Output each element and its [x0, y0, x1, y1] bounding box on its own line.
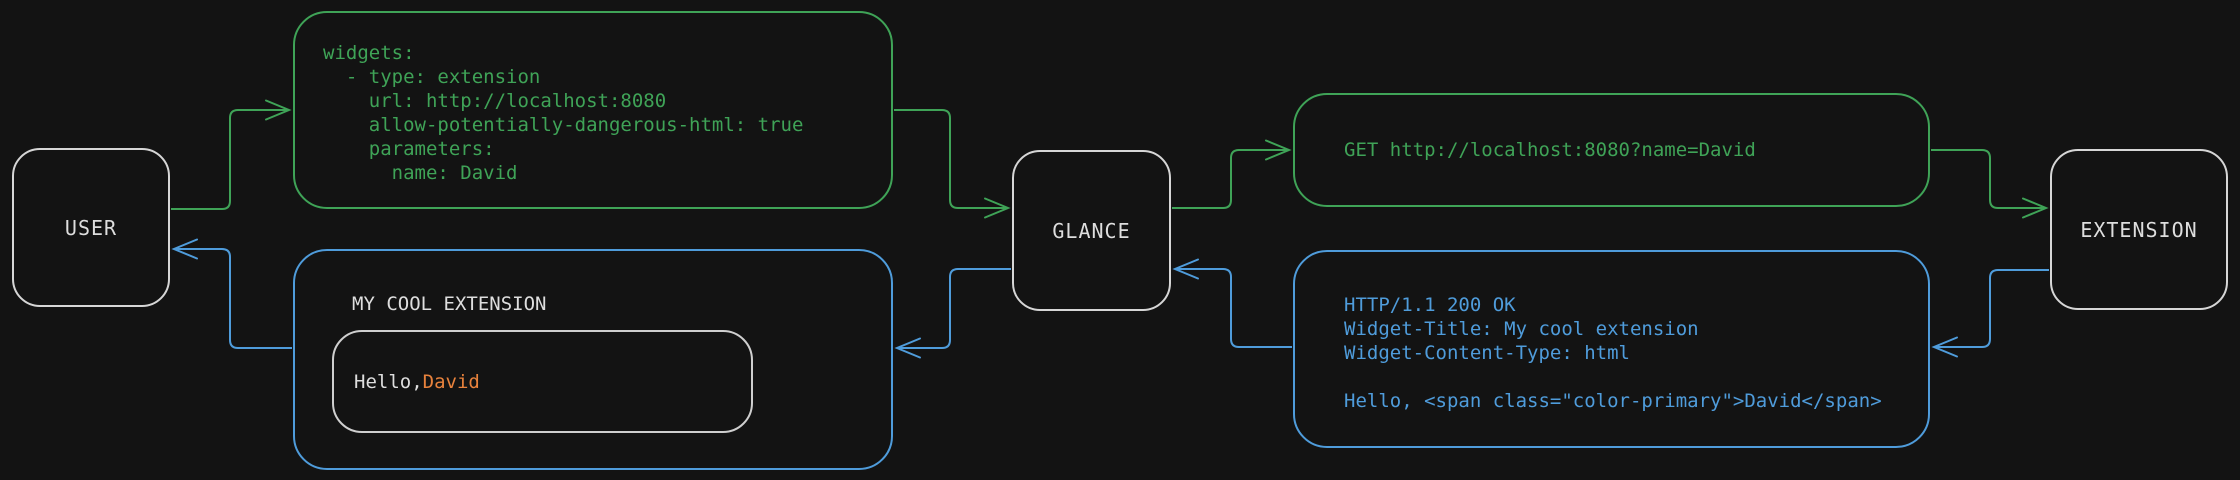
- widget-title: MY COOL EXTENSION: [352, 293, 547, 315]
- widget-preview-box: Hello, David: [332, 330, 753, 433]
- http-response-box: HTTP/1.1 200 OK Widget-Title: My cool ex…: [1293, 250, 1930, 448]
- greeting-name: David: [422, 370, 480, 393]
- http-response-text: HTTP/1.1 200 OK Widget-Title: My cool ex…: [1344, 294, 1882, 412]
- connector-widget-to-user-arrow: [171, 238, 292, 349]
- node-glance: GLANCE: [1012, 150, 1171, 311]
- connector-glance-to-request-arrow: [1172, 139, 1292, 209]
- widget-render-box: MY COOL EXTENSION Hello, David: [293, 249, 893, 470]
- node-user-label: USER: [64, 215, 118, 240]
- config-yaml-text: widgets: - type: extension url: http://l…: [323, 42, 804, 184]
- connector-config-to-glance-arrow: [894, 109, 1011, 219]
- node-extension-label: EXTENSION: [2080, 217, 2198, 242]
- greeting-prefix: Hello,: [354, 370, 423, 393]
- connector-extension-to-response-arrow: [1931, 269, 2049, 358]
- http-request-text: GET http://localhost:8080?name=David: [1344, 139, 1756, 161]
- node-glance-label: GLANCE: [1052, 218, 1131, 243]
- connector-request-to-extension-arrow: [1931, 149, 2049, 219]
- connector-user-to-config-arrow: [171, 99, 292, 210]
- node-user: USER: [12, 148, 170, 307]
- http-request-box: GET http://localhost:8080?name=David: [1293, 93, 1930, 207]
- connector-response-to-glance-arrow: [1172, 258, 1292, 348]
- connector-glance-to-widget-arrow: [894, 268, 1011, 359]
- config-yaml-box: widgets: - type: extension url: http://l…: [293, 11, 893, 209]
- node-extension: EXTENSION: [2050, 149, 2228, 310]
